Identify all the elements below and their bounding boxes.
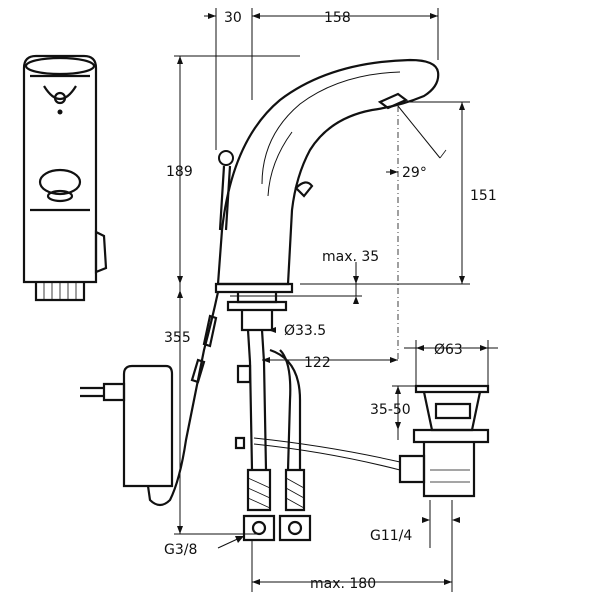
- dim-g3-8: G3/8: [164, 542, 197, 558]
- drain-assembly: [253, 384, 490, 498]
- dim-diameter-33-5: Ø33.5: [284, 323, 326, 339]
- dim-158: 158: [324, 10, 351, 26]
- dim-151: 151: [470, 188, 497, 204]
- faucet-front-view: [22, 54, 108, 302]
- dim-355: 355: [164, 330, 191, 346]
- dim-29-degree: 29°: [402, 165, 427, 181]
- dim-g1-1-4: G11/4: [370, 528, 412, 544]
- dim-30: 30: [224, 10, 242, 26]
- dim-122: 122: [304, 355, 331, 371]
- dimension-labels: 30 158 189 151 29° max. 35 Ø33.5 355 122…: [164, 10, 497, 592]
- dim-max-180: max. 180: [310, 576, 376, 592]
- dim-189: 189: [166, 164, 193, 180]
- faucet-side-view: [214, 58, 440, 332]
- dim-35-50: 35-50: [370, 402, 411, 418]
- dim-diameter-63: Ø63: [434, 342, 463, 358]
- dim-max-35: max. 35: [322, 249, 379, 265]
- dimension-lines: [174, 8, 498, 592]
- power-supply: [80, 291, 220, 507]
- supply-hoses: [234, 329, 312, 542]
